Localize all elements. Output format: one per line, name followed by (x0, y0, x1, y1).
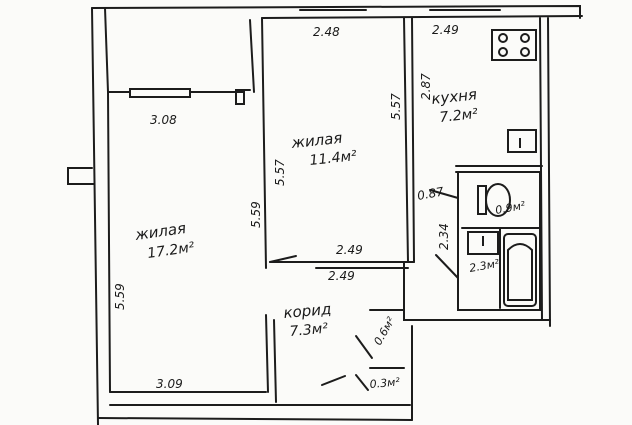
corridor-left-2 (273, 319, 277, 403)
toilet-icon (477, 183, 511, 217)
dim-living-right-height: 5.59 (249, 201, 263, 228)
dimension-labels: 2.48 2.49 3.08 5.57 5.57 5.59 5.59 2.49 … (113, 23, 459, 391)
closet-door-1 (355, 335, 373, 359)
balcony-side (104, 7, 109, 93)
wall-kitchen-right-2 (547, 17, 551, 327)
room-name-corridor: корид (283, 300, 332, 322)
corridor-right (403, 261, 551, 321)
top-wall (91, 4, 581, 19)
corridor-left (265, 314, 269, 393)
dim-bath-height: 2.34 (437, 223, 451, 250)
dim-living-left-height: 5.59 (113, 283, 127, 310)
wall-mid-left-2 (249, 19, 255, 93)
room-area-living-small: 11.4м² (309, 148, 358, 169)
bathtub-icon (503, 233, 537, 307)
bathroom-block (457, 171, 541, 311)
dim-mid-right-height: 5.57 (389, 93, 403, 120)
area-closet-2: 0.3м² (369, 375, 401, 391)
wc-door (429, 189, 459, 199)
area-bath: 2.3м² (468, 257, 501, 275)
room-area-kitchen: 7.2м² (439, 106, 479, 126)
top-wall-inner (261, 15, 583, 19)
area-wc: 0.9м² (494, 199, 527, 217)
room-name-kitchen: кухня (431, 85, 478, 108)
window-living (129, 88, 191, 98)
dim-top-middle: 2.48 (313, 25, 340, 39)
dim-mid-left-height: 5.57 (273, 159, 287, 186)
room-name-living-large: жилая (133, 219, 187, 244)
dim-top-kitchen: 2.49 (432, 23, 459, 37)
dim-mid-bottom-2: 2.49 (328, 269, 355, 283)
closet-door-2 (355, 374, 369, 391)
washbasin-icon (467, 231, 499, 255)
corridor-door (321, 375, 346, 386)
wall-mid-left (261, 17, 267, 269)
wall-mid-right-2 (411, 17, 415, 263)
area-closet: 0.6м² (371, 314, 398, 347)
left-wall-inner (107, 91, 111, 393)
door-mid (269, 255, 297, 263)
dim-kitchen-height: 2.87 (419, 73, 433, 100)
left-wall-outer (91, 7, 99, 425)
wall-living-top-r (189, 89, 251, 105)
room-area-corridor: 7.3м² (289, 321, 329, 340)
sink-icon (507, 129, 537, 153)
bath-door (435, 254, 459, 279)
walls (67, 4, 583, 425)
wall-kitchen-right (539, 17, 543, 321)
left-bump (67, 167, 95, 185)
room-name-living-small: жилая (290, 129, 344, 152)
dim-wc-door: 0.87 (416, 184, 445, 202)
dim-living-bottom: 3.09 (156, 377, 183, 391)
stove-icon (491, 29, 537, 61)
room-area-living-large: 17.2м² (146, 239, 195, 261)
dim-living-top: 3.08 (150, 113, 177, 127)
bottom-wall-2 (97, 417, 413, 421)
dim-mid-bottom-1: 2.49 (336, 243, 363, 257)
wall-mid-right (403, 17, 409, 263)
